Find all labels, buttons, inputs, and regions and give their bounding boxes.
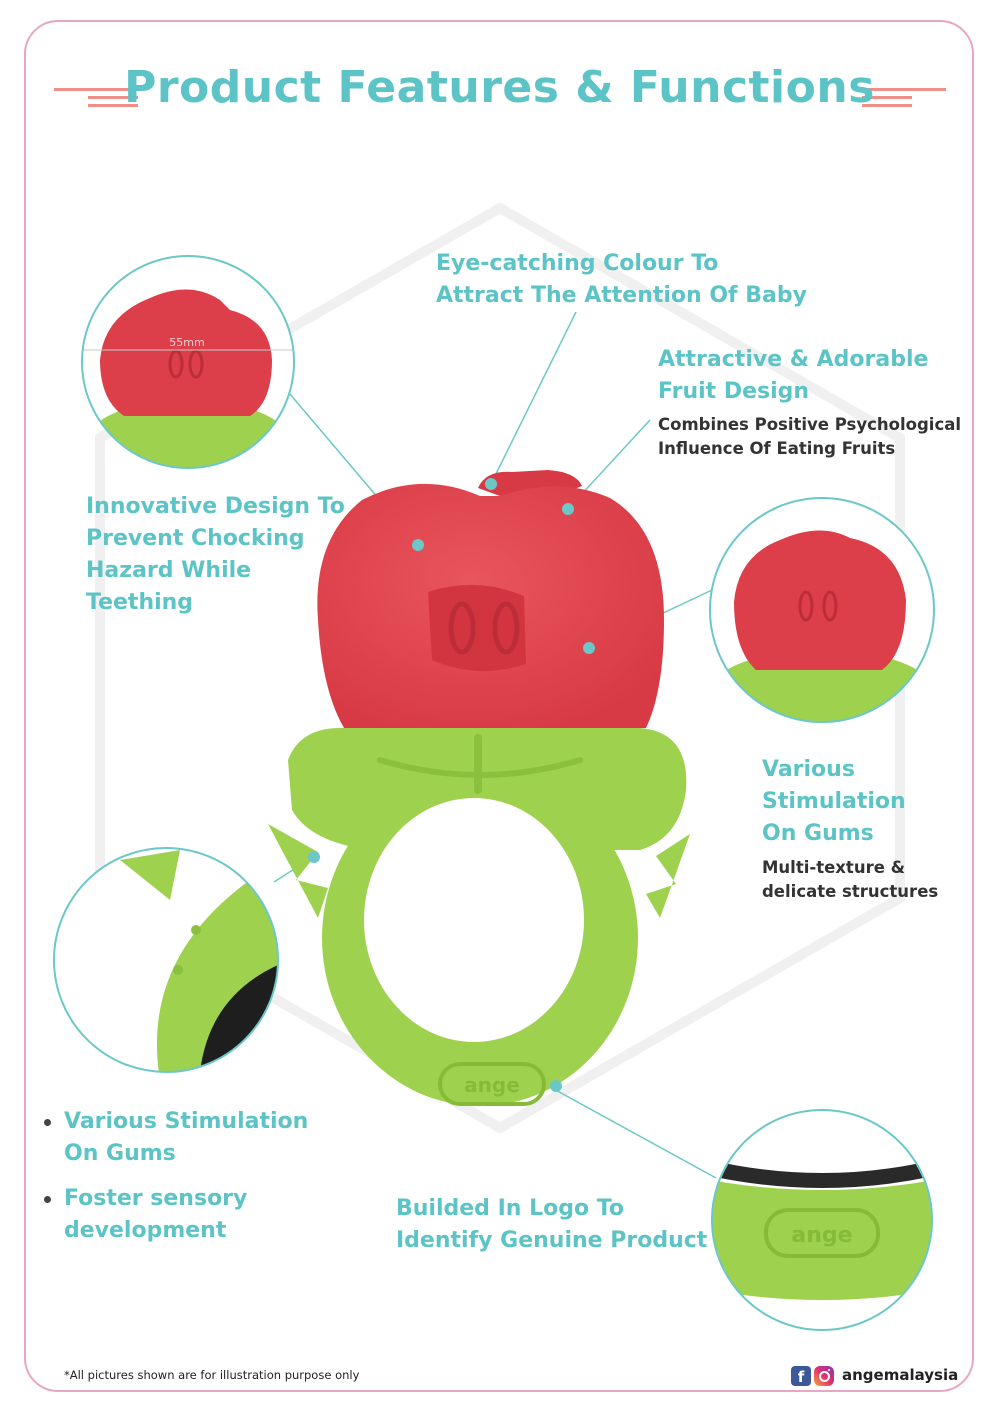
social-handle[interactable]: angemalaysia <box>842 1366 959 1384</box>
feature-fruit-line2: Fruit Design <box>658 379 810 404</box>
teether-brand-logo: ange <box>464 1073 520 1097</box>
title-decoration-left-1 <box>54 88 138 91</box>
teether-apple <box>317 470 664 728</box>
feature-builtin-logo: Builded In Logo To Identify Genuine Prod… <box>396 1193 707 1257</box>
footer-disclaimer: *All pictures shown are for illustration… <box>64 1368 360 1382</box>
bullet-dot <box>44 1196 51 1203</box>
title-decoration-right-3 <box>862 104 912 107</box>
bullet2-line1: Foster sensory <box>64 1186 248 1211</box>
feature-innovative-line2: Prevent Chocking <box>86 526 305 551</box>
title-decoration-right-2 <box>862 96 912 99</box>
feature-fruit-sub-line2: Influence Of Eating Fruits <box>658 439 896 458</box>
feature-innovative-line3: Hazard While <box>86 558 252 583</box>
teether-ring <box>268 728 690 1106</box>
feature-gums-line1: Various <box>762 757 855 782</box>
feature-gums-subtext: Multi-texture & delicate structures <box>762 856 938 904</box>
feature-colour-line1: Eye-catching Colour To <box>436 251 719 276</box>
instagram-icon[interactable] <box>814 1366 834 1386</box>
feature-fruit-design: Attractive & Adorable Fruit Design <box>658 344 928 408</box>
feature-fruit-line1: Attractive & Adorable <box>658 347 929 372</box>
title-decoration-left-2 <box>88 96 138 99</box>
bullet2-line2: development <box>64 1218 227 1243</box>
zoom-circle-apple-size <box>81 255 295 469</box>
bullet-item-sensory: Foster sensory development <box>44 1183 248 1247</box>
feature-logo-line1: Builded In Logo To <box>396 1196 624 1221</box>
watermark <box>95 202 905 1134</box>
zoom-circle-ring-nubs <box>53 847 279 1073</box>
feature-colour-line2: Attract The Attention Of Baby <box>436 283 807 308</box>
feature-gums-line2: Stimulation <box>762 789 906 814</box>
feature-innovative-design: Innovative Design To Prevent Chocking Ha… <box>86 491 345 619</box>
feature-colour: Eye-catching Colour To Attract The Atten… <box>436 248 807 312</box>
facebook-icon[interactable]: f <box>791 1366 811 1386</box>
feature-innovative-line4: Teething <box>86 590 194 615</box>
feature-logo-line2: Identify Genuine Product <box>396 1228 708 1253</box>
feature-fruit-subtext: Combines Positive Psychological Influenc… <box>658 413 961 461</box>
feature-gum-stimulation: Various Stimulation On Gums <box>762 754 906 850</box>
measurement-label: 55mm <box>169 336 204 349</box>
feature-innovative-line1: Innovative Design To <box>86 494 345 519</box>
zoom-circle-logo <box>711 1109 933 1331</box>
feature-fruit-sub-line1: Combines Positive Psychological <box>658 415 962 434</box>
feature-gums-line3: On Gums <box>762 821 874 846</box>
bullet1-line1: Various Stimulation <box>64 1109 309 1134</box>
bullet1-line2: On Gums <box>64 1141 176 1166</box>
bullet-item-stimulation: Various Stimulation On Gums <box>44 1106 309 1170</box>
title-decoration-left-3 <box>88 104 138 107</box>
zoom-brand-logo: ange <box>791 1223 852 1248</box>
feature-gums-sub-line1: Multi-texture & <box>762 858 906 877</box>
bullet-dot <box>44 1119 51 1126</box>
feature-gums-sub-line2: delicate structures <box>762 882 939 901</box>
title-decoration-right-1 <box>862 88 946 91</box>
page-title: Product Features & Functions <box>124 62 875 113</box>
page-frame <box>24 20 974 1392</box>
